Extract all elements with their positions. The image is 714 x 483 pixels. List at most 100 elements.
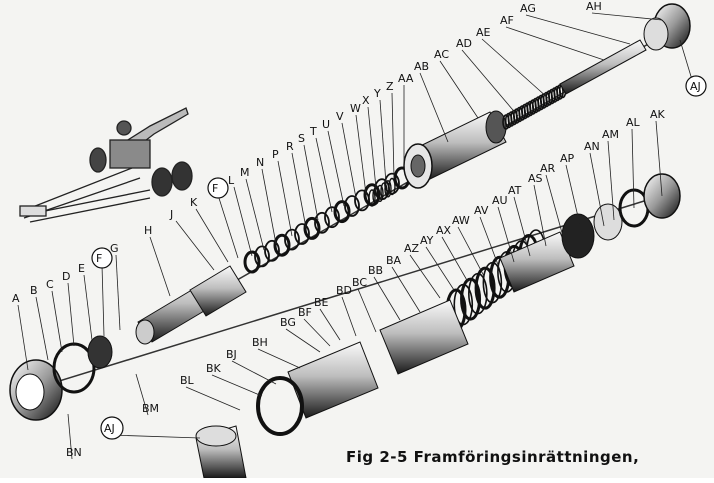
leader-line (67, 413, 73, 460)
part-label: AM (602, 128, 619, 141)
part-label: AC (434, 48, 449, 61)
leader-line (211, 374, 263, 397)
part-label: AE (476, 26, 491, 39)
leader-line (135, 373, 149, 416)
part-label: BK (206, 362, 222, 375)
leader-line (367, 106, 377, 189)
part-label: H (144, 224, 152, 237)
spring-long (502, 82, 567, 130)
part-label: BA (386, 254, 402, 267)
leader-line (481, 38, 549, 99)
leader-line (631, 128, 635, 209)
part-label: BG (280, 316, 296, 329)
part-label: BH (252, 336, 268, 349)
part-label: R (286, 140, 294, 153)
leader-line (513, 196, 531, 257)
leader-line (425, 246, 455, 291)
part-label: AR (540, 162, 556, 175)
leader-line (545, 174, 565, 241)
leader-line (245, 178, 265, 251)
part-label: AN (584, 140, 600, 153)
part-label: F (96, 252, 102, 265)
lower-assembly (9, 173, 681, 436)
leader-line (655, 120, 663, 197)
part-label: AL (626, 116, 641, 129)
leader-line (379, 99, 387, 185)
leader-line (303, 144, 319, 221)
leader-line (217, 194, 239, 259)
part-label: B (30, 284, 38, 297)
part-label: K (190, 196, 198, 209)
part-label: F (212, 182, 218, 195)
part-label: BM (142, 402, 159, 415)
leader-line (327, 130, 345, 207)
leader-line (525, 14, 631, 45)
leader-line (261, 168, 277, 245)
part-label: AS (528, 172, 543, 185)
leader-line (391, 266, 421, 313)
leader-line (391, 92, 395, 179)
leader-line (607, 140, 615, 221)
leader-line (17, 304, 29, 371)
leader-line (195, 208, 229, 263)
leader-line (565, 164, 583, 235)
part-label: AU (492, 194, 508, 207)
leader-line (257, 348, 301, 369)
leader-line (285, 328, 321, 353)
leader-line (591, 12, 663, 21)
leader-line (479, 216, 501, 271)
part-label: AX (436, 224, 452, 237)
part-label: G (110, 242, 119, 255)
part-label: BB (368, 264, 383, 277)
leader-line (35, 296, 49, 361)
part-label: AP (560, 152, 575, 165)
leader-line (457, 226, 485, 277)
leader-line (409, 254, 441, 299)
part-label: AY (420, 234, 434, 247)
leader-line (441, 236, 469, 283)
part-label: E (78, 262, 85, 275)
part-label: T (309, 125, 317, 138)
part-label: BC (352, 276, 367, 289)
part-label: U (322, 118, 330, 131)
part-label: BL (180, 374, 195, 387)
part-label: X (362, 94, 370, 107)
part-label: C (46, 278, 54, 291)
leader-line (291, 152, 307, 229)
part-label: S (298, 132, 305, 145)
part-label: D (62, 270, 70, 283)
part-label: M (240, 166, 250, 179)
part-label: AK (650, 108, 666, 121)
label-circle (100, 416, 124, 440)
leader-line (149, 236, 171, 297)
leader-line (505, 26, 605, 61)
part-label: AJ (690, 80, 701, 93)
part-label: Z (386, 80, 394, 93)
leader-line (319, 308, 341, 341)
part-label: AZ (404, 242, 420, 255)
leader-line (233, 186, 253, 257)
part-label: AB (414, 60, 429, 73)
leader-line (439, 60, 479, 119)
part-label: AW (452, 214, 470, 227)
part-label: AD (456, 37, 472, 50)
part-label: AH (586, 0, 602, 13)
leader-line (373, 276, 401, 321)
part-label: L (228, 174, 235, 187)
part-label: BJ (226, 348, 237, 361)
part-label: AA (398, 72, 414, 85)
part-label: P (272, 148, 279, 161)
part-label: W (350, 102, 361, 115)
leader-line (51, 290, 63, 353)
leader-line (461, 49, 519, 117)
leader-line (497, 206, 515, 263)
leader-line (67, 282, 75, 347)
spring-small (368, 177, 396, 207)
leader-line (419, 72, 449, 143)
label-circle (207, 177, 229, 199)
leader-line (231, 360, 277, 385)
howitzer-sketch (19, 107, 193, 223)
part-label: A (12, 292, 20, 305)
